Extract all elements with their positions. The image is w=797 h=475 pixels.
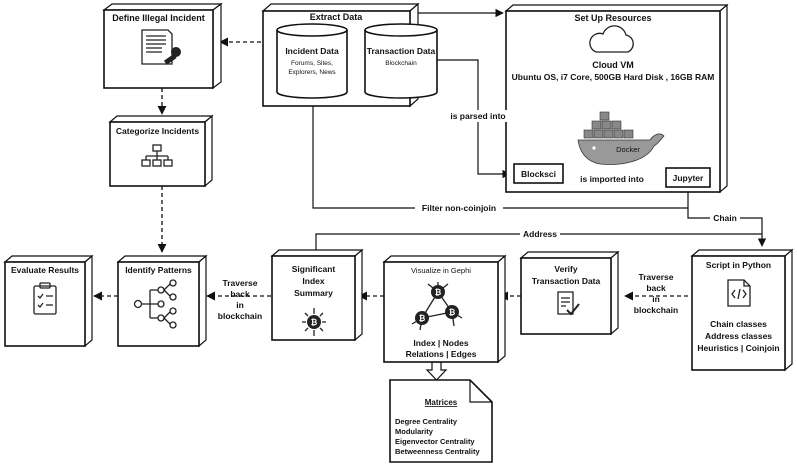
transaction-database: Transaction Data Blockchain	[364, 23, 438, 99]
jupyter-label: Jupyter	[673, 173, 704, 183]
incident-database: Incident Data Forums, Sites, Explorers, …	[276, 23, 348, 99]
edges	[93, 8, 767, 381]
significant-line-1: Significant	[292, 264, 336, 274]
script-line-1: Chain classes	[710, 319, 767, 329]
node-jupyter: Jupyter	[665, 167, 711, 188]
matrices-line-3: Eigenvector Centrality	[395, 437, 475, 446]
label-parsed: is parsed into	[450, 111, 505, 121]
matrices-line-1: Degree Centrality	[395, 417, 458, 426]
incident-db-title: Incident Data	[285, 46, 339, 56]
script-title: Script in Python	[706, 260, 771, 270]
label-filter: Filter non-coinjoin	[422, 203, 496, 213]
svg-text:₿: ₿	[435, 288, 442, 297]
tree-icon	[133, 279, 177, 329]
gephi-line-1: Index | Nodes	[413, 338, 469, 348]
document-check-icon	[557, 291, 580, 316]
bitcoin-network-icon: ₿ ₿ ₿	[411, 282, 463, 331]
traverse-right-2: back	[646, 283, 666, 293]
script-line-2: Address classes	[705, 331, 772, 341]
significant-line-3: Summary	[294, 288, 333, 298]
clipboard-check-icon	[33, 282, 57, 315]
node-extract-data: Extract Data Incident Data Forums, Sites…	[261, 2, 438, 108]
traverse-left-1: Traverse	[223, 278, 258, 288]
svg-text:₿: ₿	[311, 318, 318, 327]
label-address: Address	[523, 229, 557, 239]
incident-db-line-2: Explorers, News	[288, 69, 336, 76]
matrices-title: Matrices	[425, 398, 458, 407]
edge-filter	[312, 100, 688, 209]
svg-text:₿: ₿	[449, 308, 456, 317]
verify-line-1: Verify	[554, 264, 577, 274]
transaction-db-title: Transaction Data	[367, 46, 436, 56]
cloud-icon	[589, 25, 634, 53]
script-line-3: Heuristics | Coinjoin	[697, 343, 779, 353]
evaluate-title: Evaluate Results	[11, 265, 79, 275]
docker-whale-icon: Docker	[577, 111, 665, 165]
node-matrices: Matrices Degree Centrality Modularity Ei…	[389, 379, 493, 463]
label-chain: Chain	[713, 213, 737, 223]
identify-title: Identify Patterns	[125, 265, 192, 275]
node-identify: Identify Patterns	[116, 254, 208, 348]
node-verify: Verify Transaction Data	[519, 250, 620, 336]
matrices-line-2: Modularity	[395, 427, 434, 436]
traverse-left-3: in	[236, 300, 244, 310]
transaction-db-line-1: Blockchain	[385, 60, 417, 67]
significant-line-2: Index	[302, 276, 324, 286]
matrices-line-4: Betweenness Centrality	[395, 447, 480, 456]
node-evaluate: Evaluate Results	[3, 254, 94, 348]
node-significant: Significant Index Summary ₿	[270, 248, 364, 342]
gephi-line-2: Relations | Edges	[406, 349, 477, 359]
traverse-left-4: blockchain	[218, 311, 262, 321]
svg-text:₿: ₿	[419, 314, 426, 323]
label-traverse-left: Traverse back in blockchain	[218, 278, 262, 321]
label-traverse-right: Traverse back in blockchain	[634, 272, 678, 315]
node-gephi: Visualize in Gephi ₿ ₿ ₿ Index | Nodes R…	[382, 254, 507, 364]
edge-address	[315, 233, 762, 250]
code-file-icon	[727, 279, 751, 307]
edge-gephi-matrices	[425, 361, 448, 381]
traverse-right-3: in	[652, 294, 660, 304]
gephi-title: Visualize in Gephi	[411, 266, 471, 275]
node-resources: Set Up Resources Cloud VM Ubuntu OS, i7 …	[504, 3, 729, 194]
define-title: Define Illegal Incident	[112, 13, 205, 23]
document-stamp-icon	[141, 29, 181, 65]
incident-db-line-1: Forums, Sites,	[291, 60, 333, 67]
verify-line-2: Transaction Data	[532, 276, 601, 286]
cloud-vm-label: Cloud VM	[592, 60, 634, 70]
categorize-title: Categorize Incidents	[116, 126, 199, 136]
resources-title: Set Up Resources	[574, 13, 651, 23]
traverse-right-1: Traverse	[639, 272, 674, 282]
label-imported: is imported into	[580, 174, 644, 184]
traverse-left-2: back	[230, 289, 250, 299]
blocksci-label: Blocksci	[521, 169, 556, 179]
node-categorize: Categorize Incidents	[108, 114, 214, 188]
docker-label: Docker	[616, 145, 640, 154]
vm-specs: Ubuntu OS, i7 Core, 500GB Hard Disk , 16…	[512, 72, 715, 82]
edge-labels: is parsed into is imported into Filter n…	[218, 110, 740, 321]
traverse-right-4: blockchain	[634, 305, 678, 315]
bitcoin-node-icon: ₿	[302, 308, 326, 336]
node-define-incident: Define Illegal Incident	[102, 2, 223, 90]
extract-title: Extract Data	[310, 12, 364, 22]
node-blocksci: Blocksci	[513, 163, 564, 184]
hierarchy-icon	[141, 144, 173, 167]
node-script: Script in Python Chain classes Address c…	[690, 248, 794, 372]
